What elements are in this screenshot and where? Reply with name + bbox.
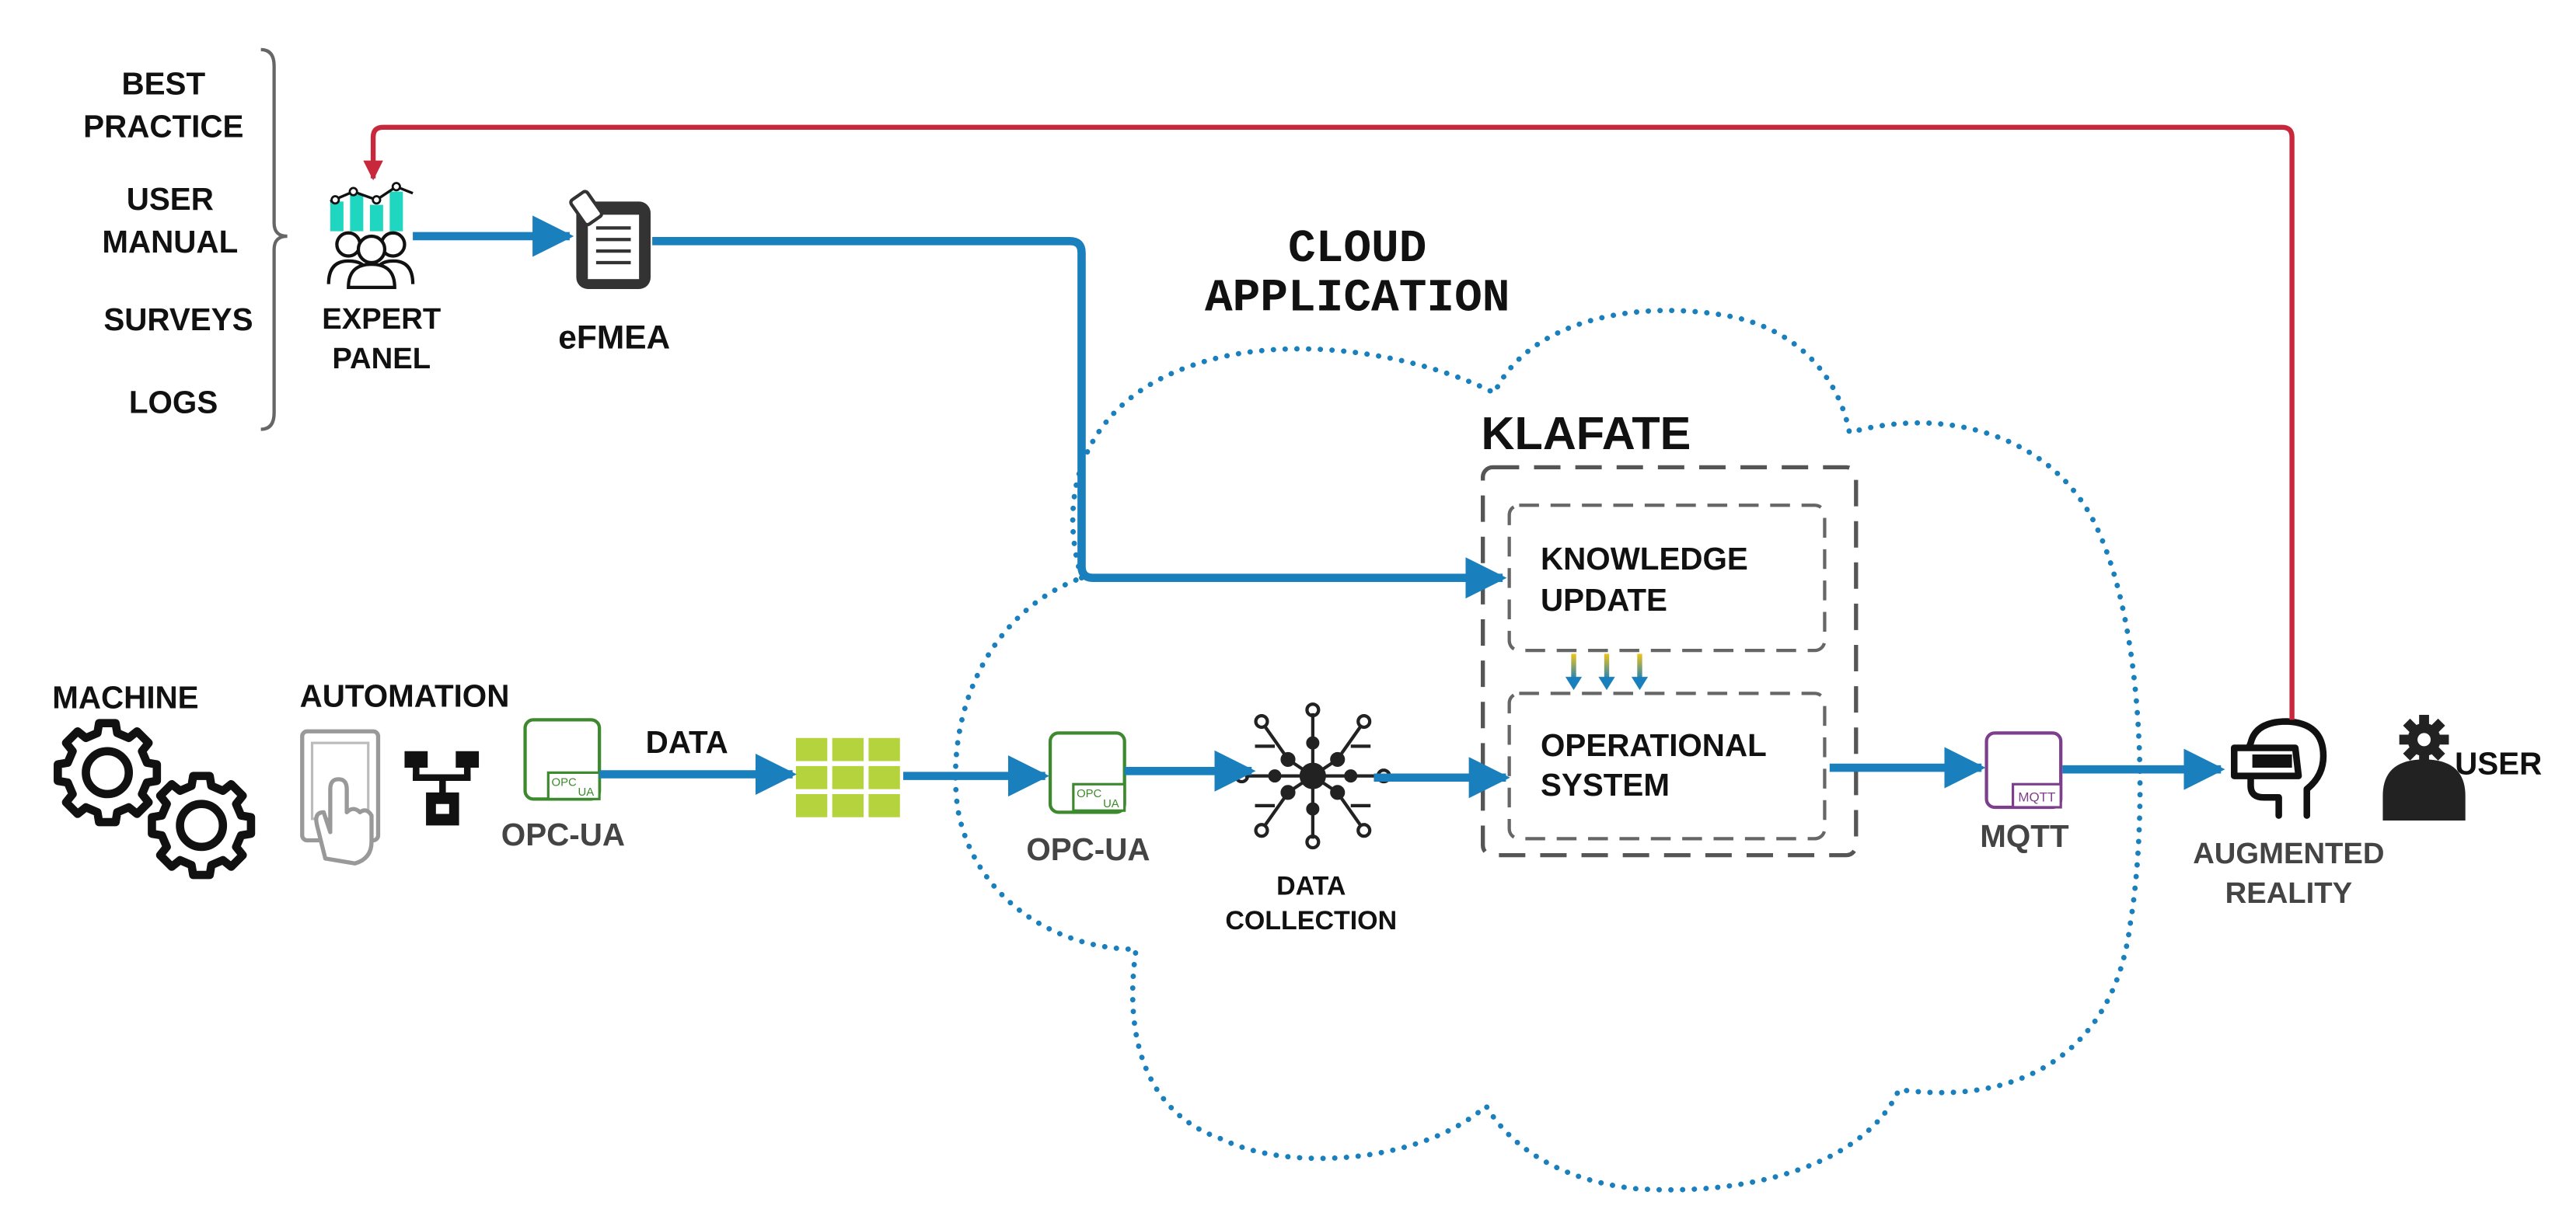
knowledge-update-line1: KNOWLEDGE <box>1541 541 1748 577</box>
mqtt-icon: MQTT <box>1984 731 2063 810</box>
arrow-efmea-to-knowledge <box>652 237 1507 599</box>
source-surveys: SURVEYS <box>103 301 253 337</box>
data-collection-line2: COLLECTION <box>1225 906 1397 936</box>
data-label: DATA <box>646 724 728 760</box>
cloud-outline <box>952 308 2143 1193</box>
opcua-cloud-label: OPC-UA <box>1026 831 1150 867</box>
mqtt-label: MQTT <box>1980 818 2069 854</box>
ai-chip-icon <box>1234 702 1391 850</box>
operational-system-box <box>1507 692 1827 841</box>
data-collection-line1: DATA <box>1276 872 1346 901</box>
svg-text:UA: UA <box>578 786 595 799</box>
augmented-reality-line1: AUGMENTED <box>2193 837 2384 870</box>
svg-text:MQTT: MQTT <box>2018 790 2055 805</box>
knowledge-update-line2: UPDATE <box>1541 582 1667 618</box>
operational-system-line2: SYSTEM <box>1541 767 1670 803</box>
svg-text:OPC: OPC <box>552 776 577 789</box>
user-label: USER <box>2455 746 2542 782</box>
document-icon <box>569 190 651 289</box>
source-practice: PRACTICE <box>83 108 243 144</box>
source-manual: MANUAL <box>102 224 238 260</box>
sync-arrows <box>1565 653 1649 691</box>
network-icon <box>404 751 480 826</box>
klafate-title: KLAFATE <box>1482 407 1691 459</box>
vr-headset-icon <box>2231 718 2327 819</box>
sources-brace <box>260 47 288 431</box>
opcua-left-label: OPC-UA <box>501 817 625 852</box>
cloud-title-line1: CLOUD <box>1288 222 1426 275</box>
expert-panel-line2: PANEL <box>332 342 431 375</box>
operational-system-line1: OPERATIONAL <box>1541 727 1767 763</box>
machine-label: MACHINE <box>52 680 198 716</box>
grid-icon <box>795 737 900 817</box>
opcua-cloud-icon: OPC UA <box>1048 731 1126 814</box>
gears-icon <box>54 719 256 880</box>
source-logs: LOGS <box>129 384 218 420</box>
arrow-feedback-ar-to-expert <box>363 124 2295 720</box>
klafate-box <box>1481 465 1859 858</box>
source-user: USER <box>127 181 214 217</box>
efmea-label: eFMEA <box>558 319 670 356</box>
svg-text:OPC: OPC <box>1077 788 1101 800</box>
expert-panel-icon <box>326 182 415 289</box>
automation-label: AUTOMATION <box>300 678 510 713</box>
user-icon <box>2382 715 2466 821</box>
expert-panel-line1: EXPERT <box>322 302 441 336</box>
sources-list: BEST PRACTICE USER MANUAL SURVEYS LOGS <box>83 65 253 420</box>
cloud-title-line2: APPLICATION <box>1205 272 1510 325</box>
touch-panel-icon <box>300 729 381 866</box>
knowledge-update-box <box>1507 503 1827 653</box>
flow-arrows <box>413 215 2225 799</box>
source-best: BEST <box>121 65 205 101</box>
augmented-reality-line2: REALITY <box>2225 876 2353 910</box>
svg-text:UA: UA <box>1103 798 1119 810</box>
opcua-icon: OPC UA <box>523 718 602 801</box>
